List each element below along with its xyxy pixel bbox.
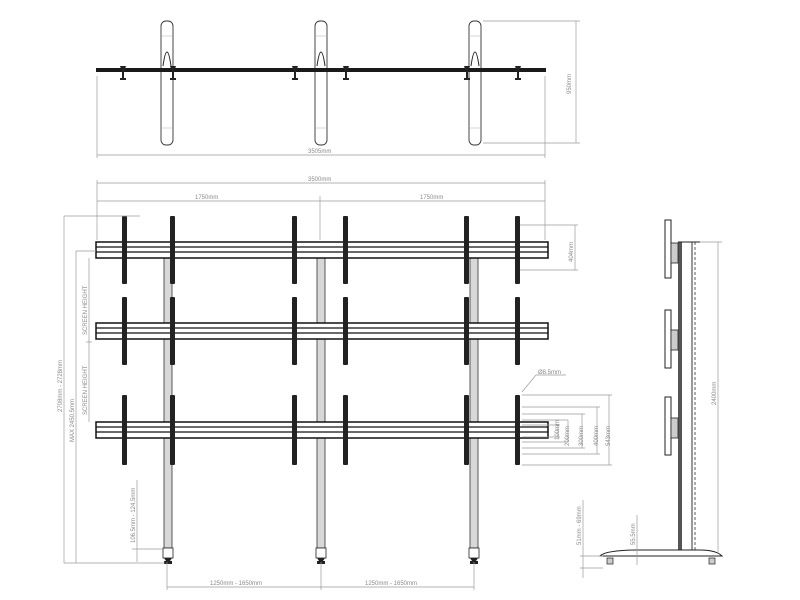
front-view-crossbar (95, 421, 549, 439)
foot-height-label: 106.5mm - 124.5mm (131, 487, 137, 543)
front-view-crossbar (95, 322, 549, 340)
side-base-height-label: 55.5mm (631, 523, 637, 545)
vesa-543-label: 543mm (606, 425, 612, 446)
front-view-mount-brackets (122, 216, 520, 465)
half-width-left-label: 1750mm (195, 195, 219, 201)
side-view-bracket (664, 396, 679, 456)
top-view-brackets (120, 66, 521, 80)
side-foot-range-label: 51mm - 69mm (577, 506, 583, 545)
post-spacing-left-label: 1250mm - 1650mm (210, 581, 263, 587)
vesa-200-label: 200mm (565, 425, 571, 446)
hole-diameter-label: Ø8.5mm (538, 370, 562, 376)
side-height-label: 2400mm (712, 381, 718, 405)
front-view (63, 180, 612, 590)
top-view-foot (160, 20, 174, 146)
top-view (96, 20, 580, 158)
top-view-width-label: 3505mm (308, 149, 332, 155)
max-height-label: MAX 2450.5mm (70, 398, 76, 442)
half-width-right-label: 1750mm (420, 195, 444, 201)
top-view-foot (314, 20, 328, 146)
bar-height-label: 404mm (569, 241, 575, 262)
front-view-crossbar (95, 241, 549, 259)
vesa-100-label: 100mm (555, 419, 561, 440)
side-view-base (598, 549, 724, 557)
side-view-bracket (664, 309, 679, 369)
overall-height-label: 2708mm - 2728mm (58, 359, 64, 412)
screen-height-2-label: SCREEN HEIGHT (83, 365, 89, 415)
top-view-depth-label: 950mm (567, 73, 573, 94)
front-view-post (315, 247, 327, 564)
side-view-bracket (664, 219, 679, 279)
post-spacing-right-label: 1250mm - 1650mm (365, 581, 418, 587)
vesa-400-label: 400mm (594, 425, 600, 446)
top-view-foot (468, 20, 482, 146)
screen-height-1-label: SCREEN HEIGHT (83, 285, 89, 335)
top-view-crossbar (96, 68, 546, 72)
overall-width-label: 3500mm (308, 177, 332, 183)
vesa-300-label: 300mm (579, 425, 585, 446)
side-view (580, 219, 724, 578)
front-view-post (468, 247, 480, 564)
